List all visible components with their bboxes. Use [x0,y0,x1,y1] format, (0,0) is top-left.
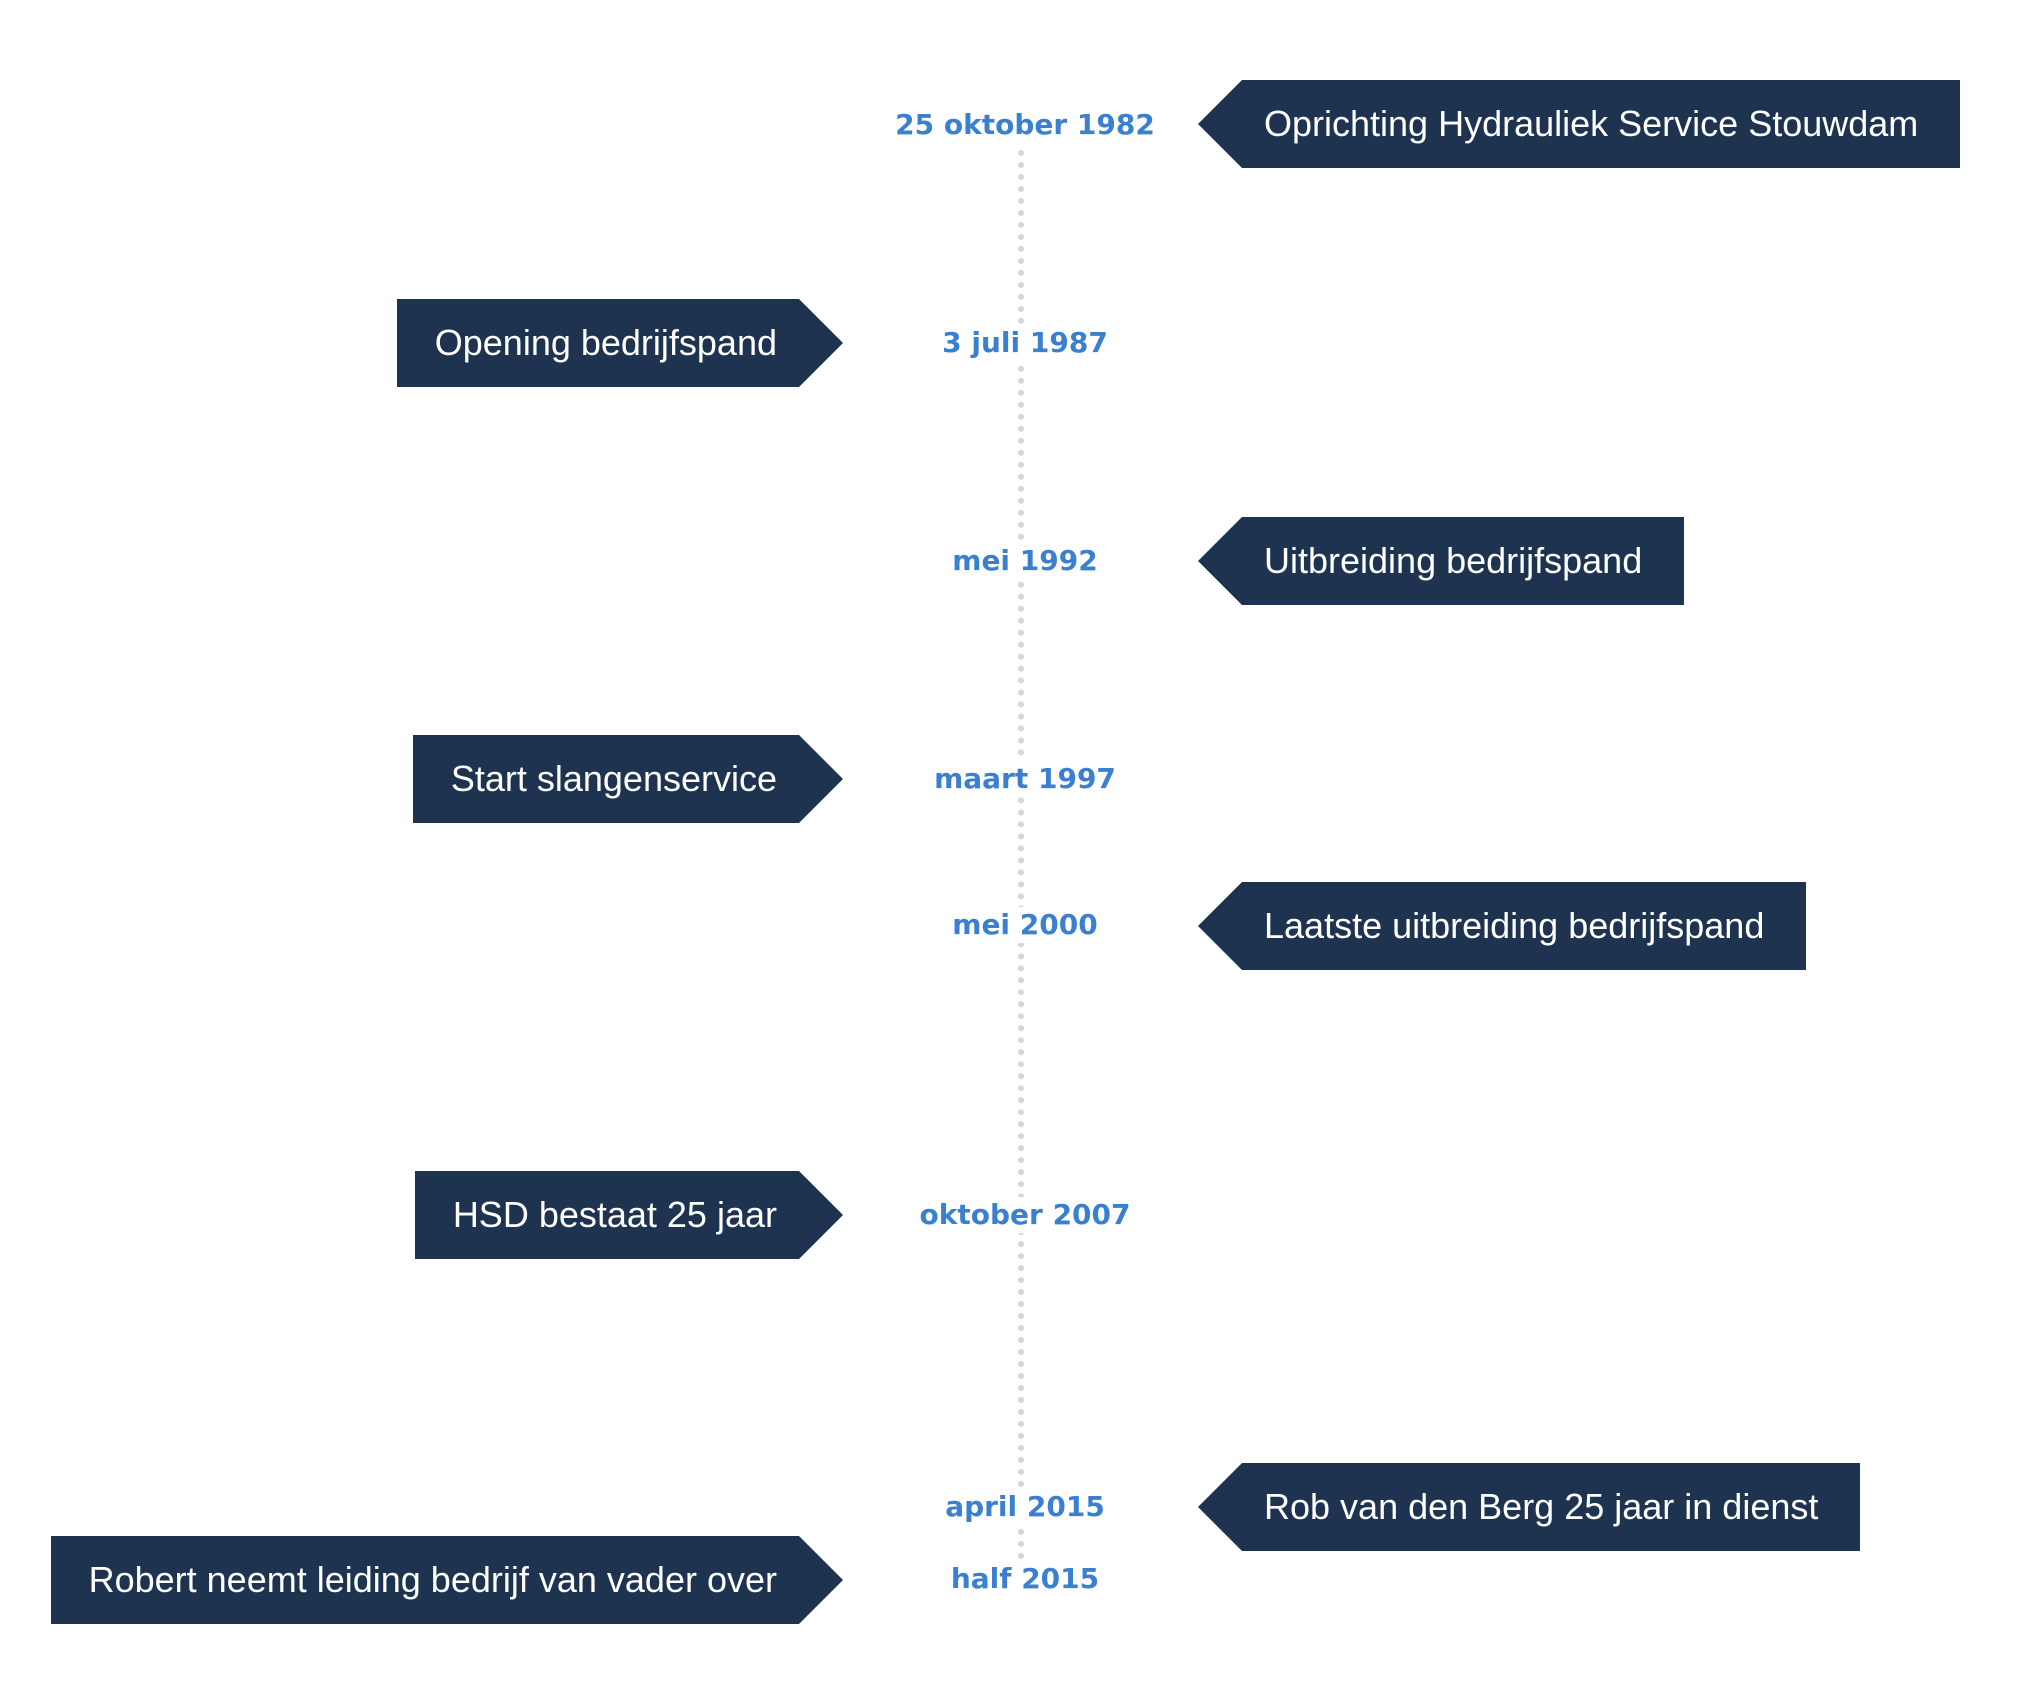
event-date: april 2015 [880,1489,1170,1525]
event-date: maart 1997 [880,761,1170,797]
event-date: 25 oktober 1982 [880,107,1170,143]
event-label-box: Start slangenservice [413,735,843,823]
event-label-box: Robert neemt leiding bedrijf van vader o… [51,1536,843,1624]
event-label-box: Uitbreiding bedrijfspand [1198,517,1685,605]
event-label-box: Laatste uitbreiding bedrijfspand [1198,882,1807,970]
event-label-box: Opening bedrijfspand [397,299,843,387]
event-date: half 2015 [880,1561,1170,1597]
event-label-box: Rob van den Berg 25 jaar in dienst [1198,1463,1861,1551]
event-date: 3 juli 1987 [880,325,1170,361]
timeline-axis [1018,150,1024,1560]
event-label-box: HSD bestaat 25 jaar [415,1171,843,1259]
event-date: oktober 2007 [880,1197,1170,1233]
event-date: mei 2000 [880,907,1170,943]
event-label-box: Oprichting Hydrauliek Service Stouwdam [1198,80,1961,168]
event-date: mei 1992 [880,543,1170,579]
